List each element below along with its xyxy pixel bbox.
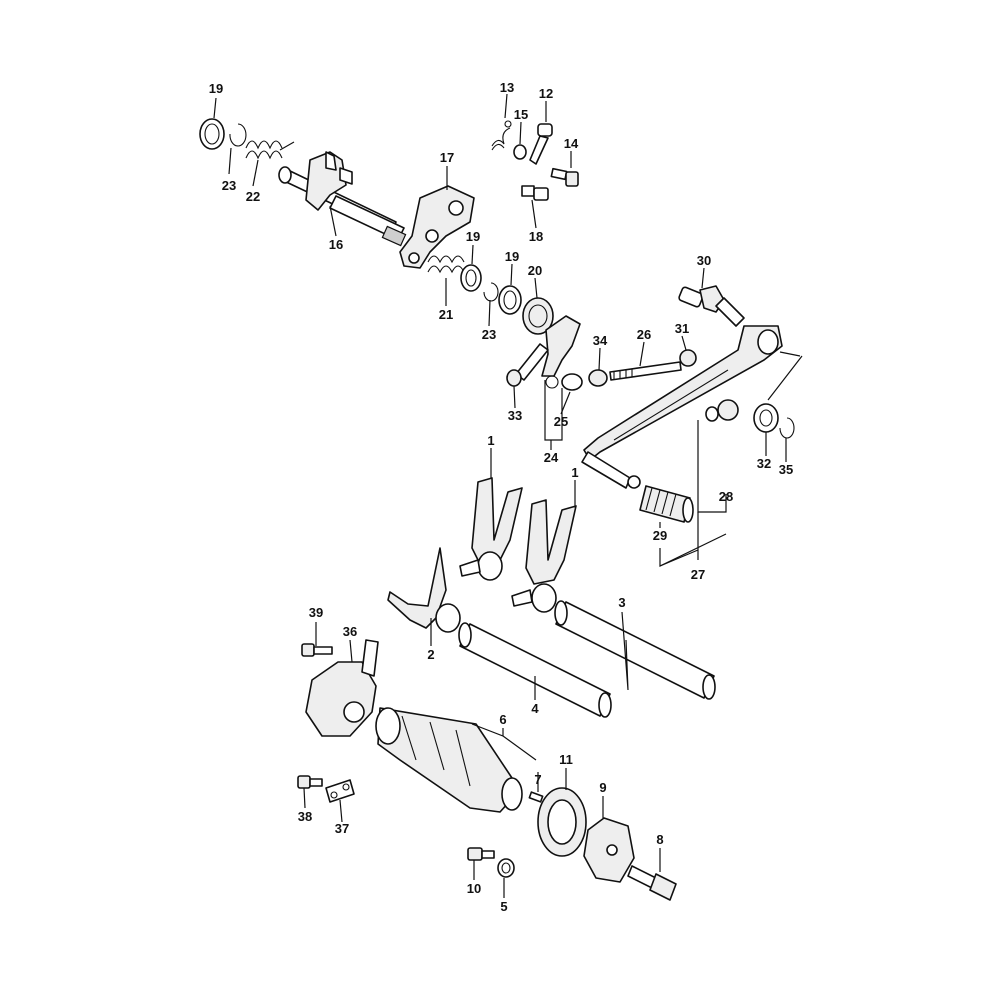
nut-31 [679,349,697,367]
callout-31: 31 [675,321,689,336]
callout-2: 2 [427,647,434,662]
bolt-39 [301,643,333,657]
callout-6: 6 [499,712,506,727]
callout-13: 13 [500,80,514,95]
callout-30: 30 [697,253,711,268]
callout-12: 12 [539,86,553,101]
shift-fork-2 [387,547,461,633]
callout-21: 21 [439,307,453,322]
callout-15: 15 [514,107,528,122]
rubber-29 [639,485,694,523]
callout-19: 19 [466,229,480,244]
plate-37 [325,779,355,803]
callout-32: 32 [757,456,771,471]
gearshift-cam-6 [375,707,523,813]
bolt-38 [297,775,323,789]
callout-14: 14 [564,136,579,151]
callout-11: 11 [559,752,573,767]
bolt-30 [678,285,745,327]
stopper-12 [529,123,553,165]
washer-32 [753,403,779,433]
callout-4: 4 [531,701,539,716]
return-spring-22 [245,140,295,160]
callout-labels: 19 23 22 16 17 13 15 12 14 18 19 21 23 1… [209,80,793,914]
callout-24: 24 [544,450,559,465]
gearshift-shaft-16 [278,151,407,247]
callout-28: 28 [719,489,733,504]
callout-17: 17 [440,150,454,165]
bolt-14 [550,167,579,187]
spring-13 [491,120,512,151]
callout-3: 3 [618,595,625,610]
washer-15 [513,144,527,160]
pin-7 [528,791,544,803]
callout-20: 20 [528,263,542,278]
callout-38: 38 [298,809,312,824]
bolt-10 [467,847,495,861]
cam-driven-gear-9 [583,817,635,883]
callout-26: 26 [637,327,651,342]
circlip-35 [779,417,795,439]
callout-35: 35 [779,462,793,477]
callout-34: 34 [593,333,608,348]
shift-fork-1-right [511,499,577,613]
callout-1: 1 [487,433,494,448]
washer-19-top [199,118,225,150]
leader-lines [213,93,803,898]
gearshift-lever-27 [581,325,783,489]
callout-23: 23 [482,327,496,342]
circlip-23-mid [483,282,499,302]
circlip-23-top [229,123,247,147]
nut-34 [588,369,608,387]
pin-28 [705,399,739,422]
bolt-26 [609,361,682,381]
bearing-11 [537,787,587,857]
callout-9: 9 [599,780,606,795]
return-spring-21 [427,255,465,274]
callout-27: 27 [691,567,705,582]
callout-16: 16 [329,237,343,252]
callout-36: 36 [343,624,357,639]
bolt-8 [627,865,677,901]
fork-shaft-3 [554,600,716,700]
callout-22: 22 [246,189,260,204]
callout-19: 19 [209,81,223,96]
cam-stopper-25 [541,315,583,391]
bolt-33 [506,343,549,387]
callout-8: 8 [656,832,663,847]
callout-19: 19 [505,249,519,264]
callout-5: 5 [500,899,507,914]
shift-fork-1-left [459,477,523,581]
callout-18: 18 [529,229,543,244]
bearing-5 [497,858,515,878]
callout-10: 10 [467,881,481,896]
callout-7: 7 [534,772,541,787]
callout-39: 39 [309,605,323,620]
callout-25: 25 [554,414,568,429]
callout-29: 29 [653,528,667,543]
washer-19-right [498,285,522,315]
callout-23: 23 [222,178,236,193]
gearshift-cam-plate-36 [305,639,379,737]
callout-33: 33 [508,408,522,423]
washer-19-mid [460,264,482,292]
bearing-20 [522,297,554,335]
callout-1: 1 [571,465,578,480]
fork-shaft-4 [458,622,612,718]
gearshift-arm-17 [399,185,475,269]
callout-37: 37 [335,821,349,836]
bolt-18 [521,185,549,201]
